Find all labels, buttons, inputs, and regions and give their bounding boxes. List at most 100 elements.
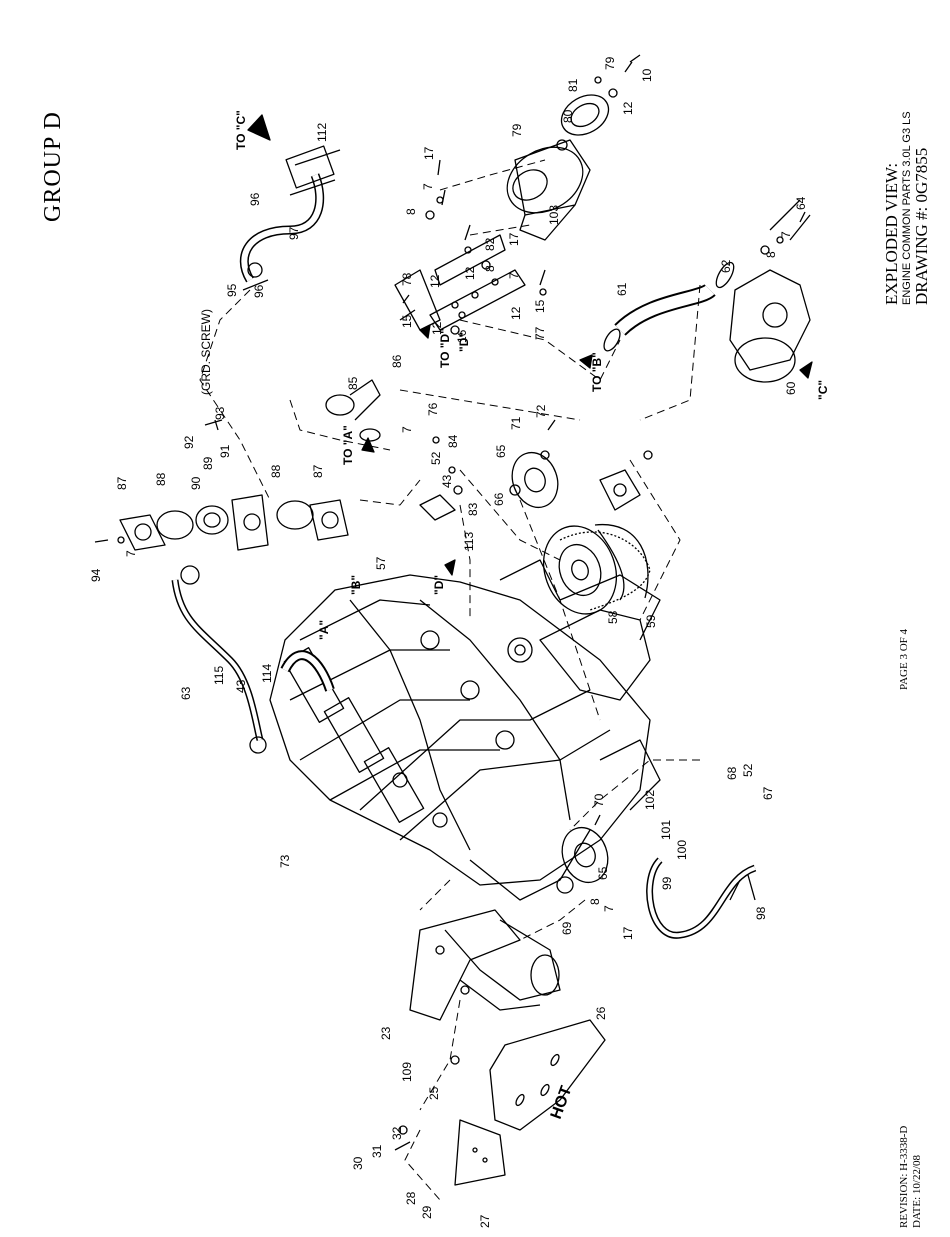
callout: 27 (478, 1214, 492, 1228)
callout: 15 (533, 299, 547, 313)
callout: 78 (400, 272, 414, 286)
callout: 71 (509, 416, 523, 430)
callout: 61 (615, 282, 629, 296)
callout: 52 (429, 451, 443, 465)
callout: 52 (741, 763, 755, 777)
annotation: (GRD. SCREW) (199, 309, 213, 395)
callout: 7 (602, 905, 616, 912)
callout: 102 (643, 790, 657, 810)
callout: 57 (374, 556, 388, 570)
callout: 73 (278, 854, 292, 868)
callout: 63 (179, 686, 193, 700)
callout: 99 (660, 876, 674, 890)
engine-block (269, 559, 661, 901)
callout: 66 (492, 492, 506, 506)
water-pump-housing (729, 199, 811, 383)
callout: 31 (370, 1144, 384, 1158)
callout: 88 (154, 472, 168, 486)
callout: 92 (182, 435, 196, 449)
callout: 109 (400, 1062, 414, 1082)
callout: 65 (494, 444, 508, 458)
callout: 16 (455, 329, 469, 343)
callout: 93 (213, 406, 227, 420)
callout: 68 (725, 766, 739, 780)
callout: 91 (218, 444, 232, 458)
callout: 76 (426, 402, 440, 416)
callout: 97 (287, 226, 301, 240)
pointer-label: TO "B" (590, 352, 604, 392)
callout: 12 (430, 321, 444, 335)
callout: 17 (507, 232, 521, 246)
callout: 96 (252, 284, 266, 298)
group-title: GROUP D (40, 111, 66, 222)
callout: 7 (507, 272, 521, 279)
callout: 29 (420, 1205, 434, 1219)
pointer-label: "A" (317, 620, 331, 640)
callout: 7 (400, 426, 414, 433)
callout: 113 (462, 532, 476, 551)
callout: 70 (592, 793, 606, 807)
page-label: PAGE 3 OF 4 (898, 628, 910, 690)
callout: 12 (463, 266, 477, 280)
view-title: EXPLODED VIEW: (882, 162, 901, 305)
pointer-label: TO "C" (234, 110, 248, 150)
callout: 67 (761, 786, 775, 800)
callout: 87 (311, 464, 325, 478)
pointer-label: TO "D" (438, 328, 452, 368)
callout: 100 (675, 840, 689, 860)
pointer-label: "B" (349, 575, 363, 595)
callout: 8 (483, 265, 497, 272)
callout: 79 (603, 56, 617, 70)
hoses (171, 145, 757, 939)
callout: 94 (89, 568, 103, 582)
callout: 88 (269, 464, 283, 478)
direction-arrows (247, 114, 813, 576)
callout: 84 (446, 434, 460, 448)
callout: 60 (784, 381, 798, 395)
callout: 64 (794, 196, 808, 210)
callout: 58 (606, 610, 620, 624)
callout: 7 (779, 231, 793, 238)
callout: 114 (260, 664, 274, 683)
callout: 59 (644, 614, 658, 628)
callout: 30 (351, 1156, 365, 1170)
callout: 72 (534, 404, 548, 418)
callout: 8 (588, 898, 602, 905)
callout: 82 (483, 237, 497, 251)
callout: 95 (225, 283, 239, 297)
leader-lines (199, 159, 701, 1201)
pointer-label: "D" (432, 575, 446, 595)
callout: 96 (248, 192, 262, 206)
alternator-assembly (394, 54, 641, 335)
date-label: DATE: 10/22/08 (911, 1154, 923, 1228)
callout: 115 (212, 666, 226, 685)
callout: 12 (428, 274, 442, 288)
callout: 32 (390, 1126, 404, 1140)
exhaust-manifold (394, 909, 606, 1186)
callout: 17 (621, 926, 635, 940)
revision-label: REVISION: H-3338-D (898, 1125, 910, 1228)
callout: 28 (404, 1191, 418, 1205)
callout: 23 (379, 1026, 393, 1040)
callout: 69 (560, 921, 574, 935)
callout: 8 (404, 208, 418, 215)
callout: 43 (234, 679, 248, 693)
callout: 90 (189, 476, 203, 490)
callout: 86 (390, 354, 404, 368)
callout: 65 (596, 866, 610, 880)
heat-shield-text: HOT (548, 1084, 576, 1122)
callout: 83 (466, 502, 480, 516)
drawing-number: DRAWING #: 0G7855 (912, 147, 931, 305)
callout: 7 (124, 550, 138, 557)
callout: 103 (547, 205, 561, 225)
callout: 77 (533, 326, 547, 340)
callout: 80 (561, 109, 575, 123)
callout: 12 (509, 306, 523, 320)
callout: 8 (764, 251, 778, 258)
callout: 79 (510, 123, 524, 137)
callout: 87 (115, 476, 129, 490)
callout: 12 (621, 101, 635, 115)
callout: 112 (315, 123, 329, 142)
callout: 89 (201, 456, 215, 470)
